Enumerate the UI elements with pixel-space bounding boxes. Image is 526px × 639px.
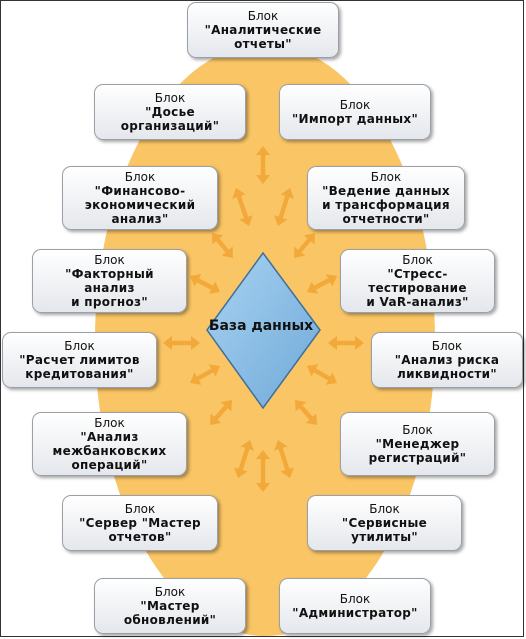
block-name-line: "Расчет лимитов (19, 353, 140, 367)
block-name-line: экономический (84, 198, 196, 212)
block-keyword: Блок (339, 98, 371, 112)
block-name-line: "Сервисные (341, 516, 428, 530)
block-keyword: Блок (402, 253, 433, 267)
block-name-line: операций" (71, 458, 148, 472)
block-keyword: Блок (369, 502, 400, 516)
database-label: База данных (208, 318, 314, 334)
block-name-line: "Импорт данных" (291, 112, 419, 126)
block-name-line: и VaR-анализ" (366, 295, 469, 309)
double-arrow (212, 233, 233, 258)
block-name-line: анализ (84, 281, 135, 295)
double-arrow (294, 233, 315, 258)
block-name-line: и трансформация (322, 198, 450, 212)
block-keyword: Блок (94, 416, 125, 430)
block-name-line: отчетности" (342, 212, 430, 226)
block-name-line: "Финансово- (94, 184, 186, 198)
double-arrow (256, 146, 270, 184)
block-name-line: "Анализ риска (394, 353, 500, 367)
block-name-line: утилиты" (351, 530, 418, 544)
block-name-line: "Стресс- (387, 267, 448, 281)
double-arrow (234, 440, 254, 478)
block-name-line: межбанковских (52, 444, 167, 458)
block-name-line: регистраций" (368, 451, 467, 465)
double-arrow (307, 274, 337, 294)
double-arrow (190, 274, 220, 294)
double-arrow (210, 400, 232, 425)
double-arrow (256, 450, 270, 492)
block-keyword: Блок (154, 91, 186, 105)
block-name-line: кредитования" (25, 367, 134, 381)
block-keyword: Блок (402, 423, 433, 437)
block-name-line: ликвидности" (397, 367, 497, 381)
block-name-line: анализ" (111, 212, 169, 226)
block-name-line: организаций" (120, 119, 220, 133)
block-name-line: обновлений" (123, 613, 217, 627)
arrows-group (163, 146, 364, 492)
double-arrow (274, 188, 294, 226)
block-keyword: Блок (370, 170, 402, 184)
block-keyword: Блок (124, 170, 156, 184)
double-arrow (328, 336, 364, 350)
double-arrow (232, 188, 253, 226)
block-keyword: Блок (431, 339, 463, 353)
block-name-line: "Анализ (80, 430, 139, 444)
double-arrow (274, 440, 294, 478)
block-name-line: "Досье (145, 105, 195, 119)
block-keyword: Блок (339, 592, 371, 606)
block-keyword: Блок (247, 9, 279, 23)
block-name-line: "Факторный (65, 267, 154, 281)
block-keyword: Блок (94, 253, 125, 267)
block-name-line: "Ведение данных (322, 184, 450, 198)
block-name-line: отчеты" (234, 37, 292, 51)
block-name-line: "Менеджер (375, 437, 460, 451)
block-data-import: Блок"Импорт данных" (279, 84, 431, 140)
block-name-line: и прогноз" (71, 295, 148, 309)
double-arrow (295, 400, 317, 425)
database-diamond (206, 251, 321, 410)
double-arrow (307, 364, 337, 385)
block-administrator: Блок"Администратор" (279, 578, 431, 634)
block-name-line: тестирование (368, 281, 467, 295)
block-name-line: "Администратор" (292, 606, 418, 620)
double-arrow (163, 336, 200, 350)
block-name-line: "Сервер "Мастер (79, 516, 201, 530)
block-keyword: Блок (154, 585, 186, 599)
block-name-line: "Мастер (140, 599, 200, 613)
block-name-line: "Аналитические (204, 23, 322, 37)
block-keyword: Блок (64, 339, 95, 353)
block-keyword: Блок (124, 502, 156, 516)
block-name-line: отчетов" (108, 530, 172, 544)
double-arrow (190, 364, 220, 385)
